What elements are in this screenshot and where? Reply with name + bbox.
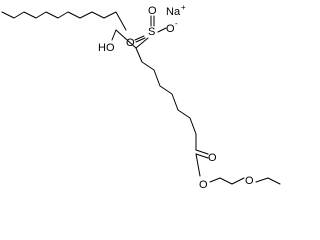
sulfonate-oxygen-right-label: O bbox=[166, 23, 175, 35]
sodium-label: Na bbox=[166, 6, 181, 18]
sulfonate-charge-label: - bbox=[175, 19, 178, 28]
sulfonate-oxygen-top-label: O bbox=[148, 5, 157, 17]
heptyl-linker-bonds bbox=[135, 47, 197, 151]
bond-c10-sulfur bbox=[135, 37, 149, 49]
sulfur-label: S bbox=[148, 26, 155, 38]
bond-c9-hydroxyl bbox=[111, 29, 117, 41]
bond-s-o-left-a bbox=[134, 35, 145, 41]
hydroxyl-label: HO bbox=[98, 42, 115, 54]
sulfonate-oxygen-left-label: O bbox=[126, 37, 135, 49]
octyl-chain-bonds bbox=[1, 11, 127, 31]
ethoxyethyl-chain-bonds bbox=[209, 177, 245, 185]
bond-ester-c-o-double-a bbox=[195, 149, 209, 155]
bond-ester-c-o-single bbox=[195, 153, 201, 177]
ethyl-chain-bonds bbox=[255, 177, 281, 185]
bond-s-o-right bbox=[157, 27, 167, 33]
ester-carbonyl-oxygen-label: O bbox=[208, 152, 217, 164]
bond-ester-c-o-double-b bbox=[195, 153, 209, 159]
ester-oxygen-label: O bbox=[199, 179, 208, 191]
ether-oxygen-label: O bbox=[245, 175, 254, 187]
chemical-structure-diagram: Na + HO S O O O - O O O bbox=[1, 3, 281, 191]
bond-s-o-left-b bbox=[135, 37, 146, 43]
bond-c9-c10 bbox=[115, 29, 137, 49]
sodium-charge-label: + bbox=[181, 3, 186, 12]
